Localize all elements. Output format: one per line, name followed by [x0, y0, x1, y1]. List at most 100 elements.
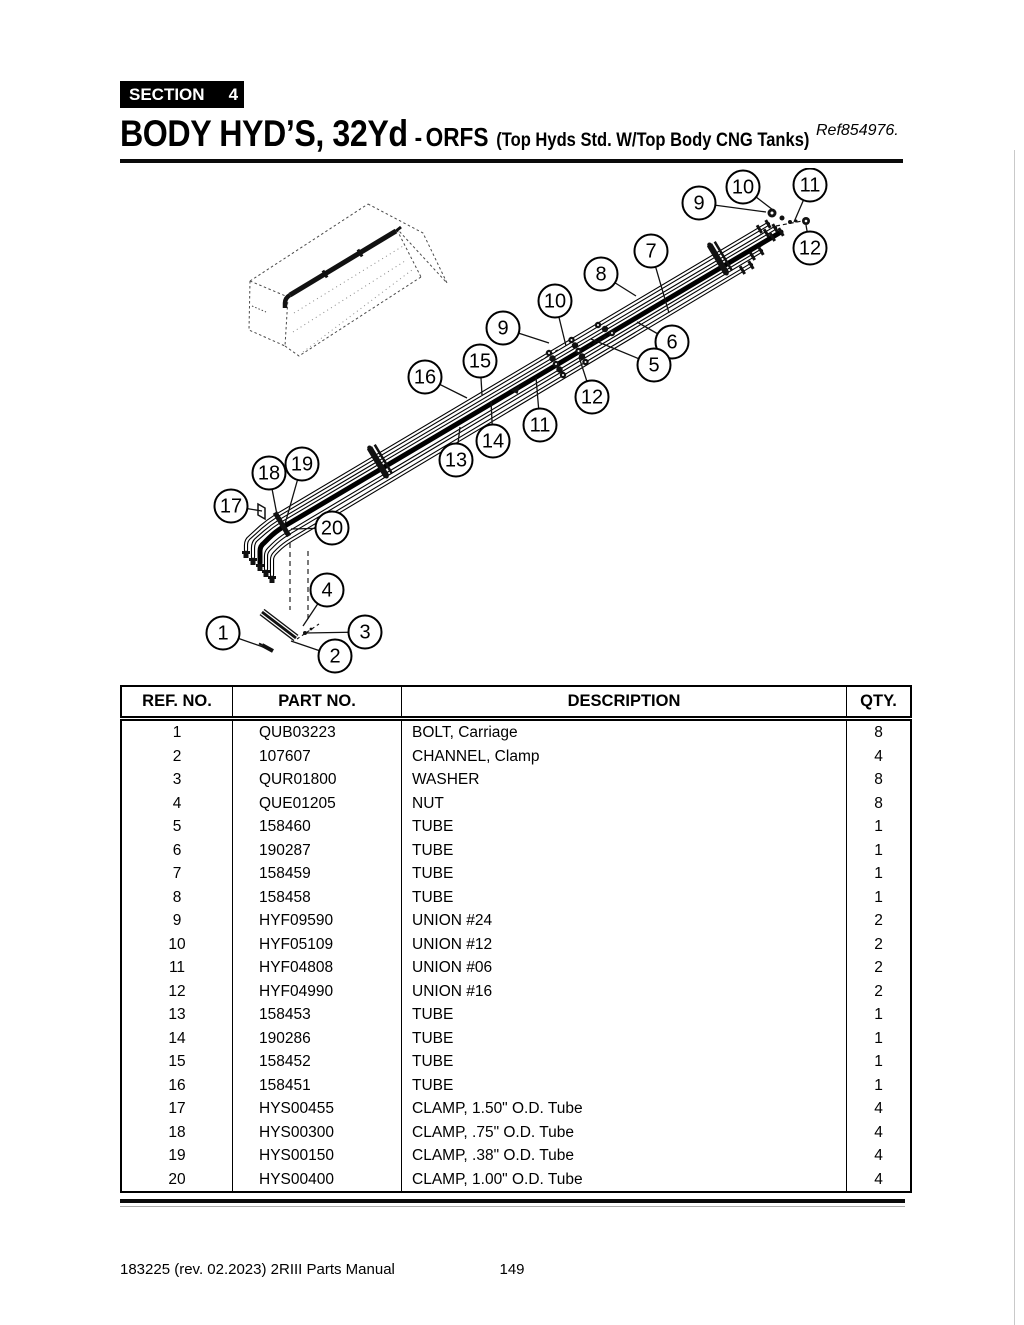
- svg-text:12: 12: [581, 387, 603, 409]
- bottom-divider: [120, 1199, 905, 1203]
- part-no-cell: 158460: [232, 815, 402, 839]
- title-orfs: ORFS: [425, 122, 489, 152]
- description-cell: TUBE: [401, 1003, 847, 1027]
- qty-cell: 1: [846, 1050, 912, 1074]
- ref-no-cell: 10: [120, 932, 233, 956]
- callout-7: 7: [633, 233, 670, 314]
- tube-bundle: [243, 221, 784, 578]
- callout-12: 12: [574, 356, 610, 415]
- ref-no-cell: 2: [120, 744, 233, 768]
- description-cell: BOLT, Carriage: [401, 718, 847, 745]
- qty-cell: 2: [846, 979, 912, 1003]
- callout-10: 10: [537, 283, 573, 347]
- description-cell: TUBE: [401, 1026, 847, 1050]
- callout-2: 2: [290, 638, 353, 674]
- part-no-cell: 190287: [232, 838, 402, 862]
- part-no-cell: QUB03223: [232, 718, 402, 745]
- qty-cell: 1: [846, 1003, 912, 1027]
- qty-cell: 2: [846, 932, 912, 956]
- tube-6-dark: [257, 229, 784, 566]
- part-no-cell: 158459: [232, 862, 402, 886]
- qty-cell: 8: [846, 718, 912, 745]
- callout-6: 6: [636, 321, 690, 360]
- part-no-cell: HYF09590: [232, 909, 402, 933]
- ref-no-cell: 7: [120, 862, 233, 886]
- col-header-part-no: PART NO.: [232, 686, 402, 721]
- callout-8: 8: [583, 256, 637, 297]
- svg-text:20: 20: [321, 518, 343, 540]
- part-no-cell: QUE01205: [232, 791, 402, 815]
- ref-no-cell: 6: [120, 838, 233, 862]
- qty-cell: 2: [846, 956, 912, 980]
- callout-15: 15: [462, 343, 498, 396]
- clamp-channel-assembly: [258, 543, 320, 653]
- description-cell: NUT: [401, 791, 847, 815]
- col-header-qty: QTY.: [846, 686, 912, 721]
- union-cluster-middle: [511, 321, 616, 394]
- qty-cell: 4: [846, 1120, 912, 1144]
- carriage-bolt: [261, 643, 274, 653]
- ref-no-cell: 12: [120, 979, 233, 1003]
- parts-table-header: REF. NO. PART NO. DESCRIPTION QTY.: [120, 686, 912, 721]
- qty-cell: 1: [846, 1026, 912, 1050]
- section-label: SECTION: [129, 84, 205, 104]
- ref-no-cell: 13: [120, 1003, 233, 1027]
- svg-text:8: 8: [595, 264, 606, 286]
- description-cell: WASHER: [401, 768, 847, 792]
- col-header-ref-no: REF. NO.: [120, 686, 233, 721]
- qty-cell: 1: [846, 815, 912, 839]
- ref-no-cell: 14: [120, 1026, 233, 1050]
- description-cell: TUBE: [401, 838, 847, 862]
- ref-no-cell: 3: [120, 768, 233, 792]
- callout-20: 20: [290, 510, 350, 546]
- part-no-cell: 158451: [232, 1073, 402, 1097]
- ref-no-cell: 17: [120, 1097, 233, 1121]
- flow-arrow: [511, 385, 520, 394]
- part-no-cell: 158452: [232, 1050, 402, 1074]
- ref-no-cell: 8: [120, 885, 233, 909]
- svg-text:10: 10: [732, 177, 754, 199]
- svg-text:6: 6: [666, 332, 677, 354]
- qty-cell: 1: [846, 862, 912, 886]
- channel-clamp: [259, 608, 299, 642]
- callout-5: 5: [590, 338, 672, 383]
- title-main: BODY HYD’S, 32Yd: [120, 113, 408, 154]
- ref-no-cell: 4: [120, 791, 233, 815]
- svg-text:1: 1: [217, 623, 228, 645]
- ref-no-cell: 15: [120, 1050, 233, 1074]
- section-badge: SECTION 4: [120, 81, 244, 108]
- ref-no-cell: 1: [120, 718, 233, 745]
- description-cell: UNION #12: [401, 932, 847, 956]
- svg-text:14: 14: [482, 431, 504, 453]
- qty-cell: 1: [846, 885, 912, 909]
- qty-cell: 1: [846, 1073, 912, 1097]
- truck-body-inset: [248, 203, 448, 357]
- ref-no-cell: 9: [120, 909, 233, 933]
- tube-end-fittings-right: [738, 219, 785, 275]
- qty-cell: 4: [846, 1097, 912, 1121]
- callout-19: 19: [284, 446, 320, 525]
- description-cell: UNION #24: [401, 909, 847, 933]
- qty-cell: 4: [846, 1144, 912, 1168]
- svg-text:2: 2: [329, 646, 340, 668]
- qty-cell: 1: [846, 838, 912, 862]
- section-number: 4: [228, 84, 239, 104]
- clamp-17-bracket: [257, 502, 266, 521]
- description-cell: TUBE: [401, 1050, 847, 1074]
- callout-4: 4: [302, 572, 345, 627]
